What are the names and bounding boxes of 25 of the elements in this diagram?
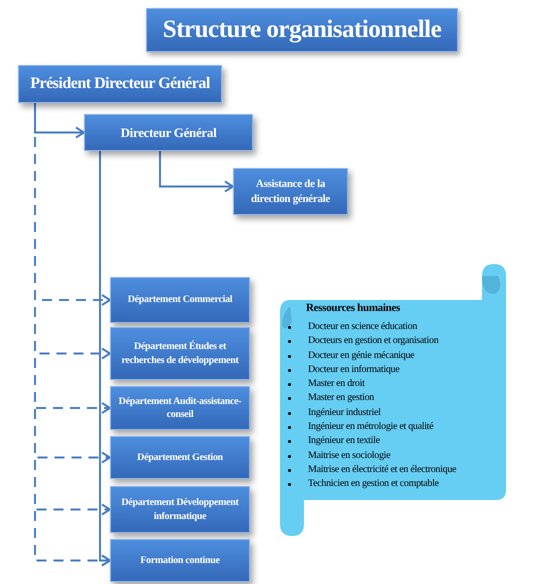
list-item: Maitrise en électricité et en électronique [308,464,456,475]
list-item: Docteur en science éducation [308,321,418,332]
list-item: Master en droit [308,378,365,390]
list-item: Ingénieur en textile [308,435,380,446]
org-box: Département Développement informatique [110,486,250,533]
list-item: Docteur en génie mécanique [308,350,414,361]
org-box: Département Gestion [110,436,250,479]
org-box: Directeur Général [84,114,253,151]
list-item: Maitrise en sociologie [308,450,390,461]
list-item: Technicien en gestion et comptable [308,478,439,490]
connector-arrow [159,151,234,192]
org-box: Département Études et recherches de développement [110,327,250,380]
list-item: Ingénieur industriel [308,406,381,418]
org-box: Assistance de la direction générale [233,168,348,215]
org-box: Département Audit-assistance-conseil [110,386,250,430]
title-banner: Structure organisationnelle [146,8,458,52]
org-box: Formation continue [110,539,250,582]
heading: Ressources humaines [306,302,400,314]
connector-arrow [99,151,111,566]
org-box: Président Directeur Général [18,65,222,103]
list-item: Docteur en informatique [308,364,400,375]
org-box: Département Commercial [110,277,250,323]
list-item: Master en gestion [308,392,374,404]
list-item: Docteurs en gestion et organisation [308,335,438,346]
list-item: Ingénieur en métrologie et qualité [308,421,434,432]
